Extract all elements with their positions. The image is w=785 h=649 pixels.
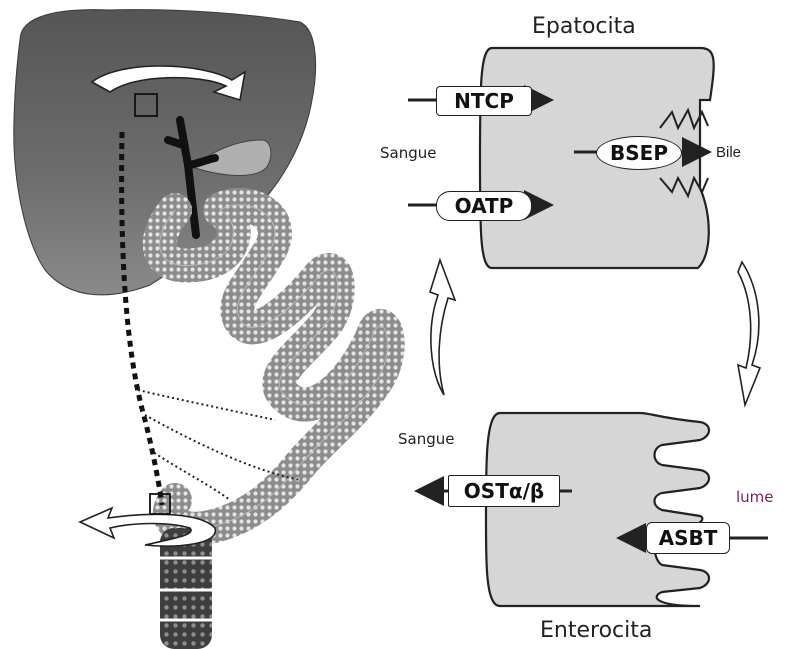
cycle-arrow-right bbox=[738, 262, 760, 405]
bsep-transporter: BSEP bbox=[596, 136, 682, 170]
ntcp-transporter: NTCP bbox=[436, 86, 532, 116]
oatp-transporter: OATP bbox=[436, 191, 532, 221]
cycle-arrow-left bbox=[430, 260, 455, 395]
lumen-label: lume bbox=[736, 488, 774, 506]
blood-label-bottom: Sangue bbox=[398, 430, 454, 448]
enterocyte-label: Enterocita bbox=[540, 618, 652, 643]
hepatocyte-label: Epatocita bbox=[532, 14, 636, 39]
enterocyte-cell bbox=[486, 413, 709, 606]
ost-alpha-beta-transporter: OSTα/β bbox=[448, 475, 560, 507]
bile-label: Bile bbox=[716, 144, 741, 161]
blood-label-top: Sangue bbox=[380, 144, 436, 162]
small-intestine bbox=[160, 205, 388, 529]
asbt-transporter: ASBT bbox=[646, 522, 730, 554]
